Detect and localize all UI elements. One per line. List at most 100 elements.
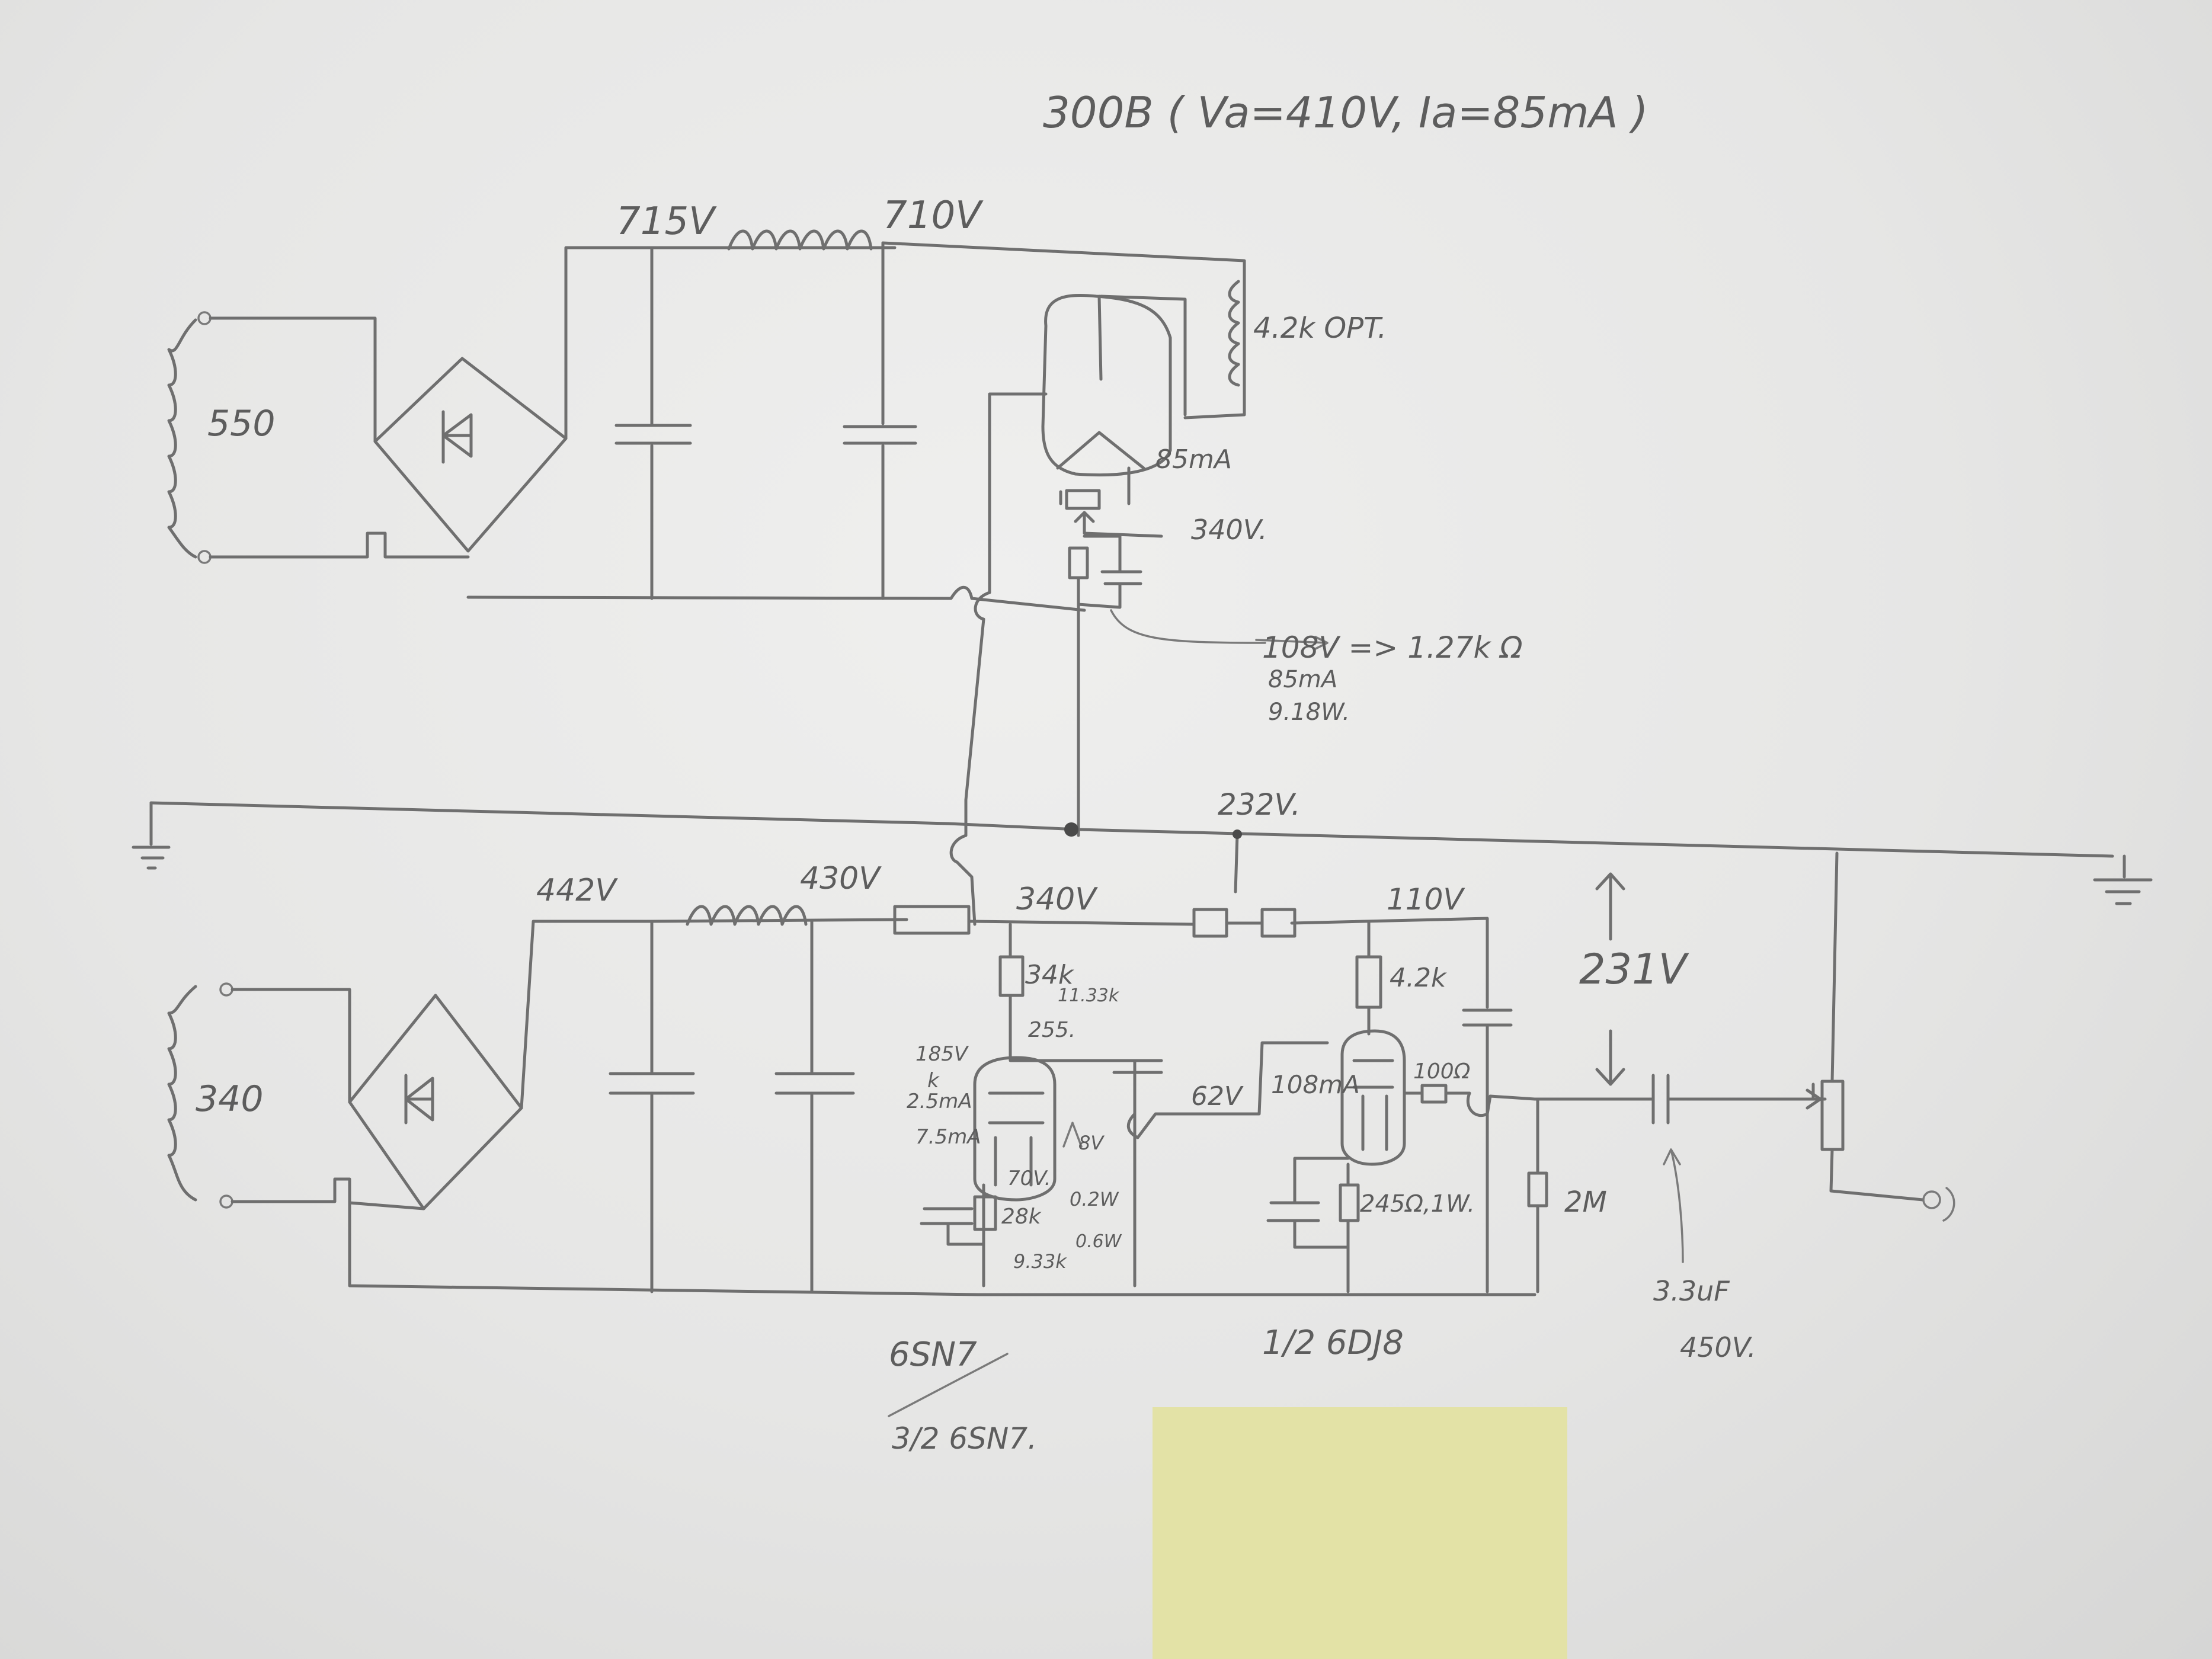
hum-pot [1065,489,1101,510]
voltage-label: 255. [1028,1018,1075,1042]
tube-6dj8 [1340,1029,1406,1166]
diode-icon [404,1074,434,1125]
lower-bus-ground [348,1201,1536,1296]
voltage-arrow-down [1595,1029,1625,1086]
rk-pointer-arrow [1110,609,1329,650]
grid-stopper-100 [1420,1084,1448,1104]
terminal [219,1194,233,1209]
voltage-label: 232V. [1218,787,1301,822]
diode-icon [441,410,473,464]
output-transformer-winding [1228,280,1240,387]
output-terminal-arc [1942,1187,1955,1222]
transformer-label: 550 [207,403,276,444]
tube-6sn7-internals [988,1091,1045,1187]
bias-arrow [1062,1122,1083,1148]
decoupling-resistor [1260,908,1297,938]
rk-calc-label: 9.18W. [1268,699,1350,726]
tube-label: 3/2 6SN7. [892,1421,1037,1456]
transformer-label: 340 [196,1078,264,1120]
voltage-label: 70V. [1007,1167,1051,1190]
power-label: 0.6W [1075,1231,1122,1252]
output-terminal [1922,1190,1941,1209]
stage1-note: k [927,1069,940,1093]
resistor-label: 9.33k [1013,1250,1067,1273]
filter-choke-top [727,229,873,251]
cathode-bypass-cap [1077,534,1142,837]
ground-bus [149,801,2114,858]
voltage-label: 710V [883,194,984,238]
voltage-label: 231V [1579,945,1689,994]
v232-tap-dot [1233,830,1242,839]
resistor-label: 28k [1001,1205,1042,1229]
filter-capacitor-2 [843,241,917,600]
interstage-capacitor [1112,1041,1329,1139]
sticky-note [1153,1407,1567,1659]
bridge-rectifier-bottom [348,994,523,1210]
stage1-note: 2.5mA [907,1090,972,1113]
terminal [197,311,212,325]
resistor-label: 34k [1025,960,1074,990]
resistor-label: 245Ω,1W. [1360,1190,1475,1218]
stage1-cathode [920,1183,985,1288]
tube-label: 6SN7 [889,1335,977,1374]
ground-junction-dot [1064,822,1078,837]
tube-label: 1/2 6DJ8 [1262,1324,1404,1362]
top-ground-return [466,585,1086,612]
transformer-winding-340 [167,985,197,1202]
bridge-feed-wires-bottom [231,918,908,1210]
terminal [197,550,212,564]
fraction-bar [888,1353,1009,1417]
voltage-label: 715V [616,200,717,244]
tube-300b-plate [1097,294,1187,417]
stage2-output [1403,1091,1652,1117]
hum-pot-wiper [1074,511,1163,538]
plate-resistor-42k [1355,955,1382,1009]
v232-tap [1234,832,1239,893]
transformer-winding-550 [167,318,197,559]
volume-pot-body [1820,1080,1845,1151]
power-label: 0.2W [1070,1188,1119,1210]
grid-lead-down [949,591,991,926]
tube-300b-filament [1056,431,1145,505]
decoupling-resistor [1192,908,1228,938]
rk-calc-label: 108V => 1.27k Ω [1262,630,1523,665]
tube-6dj8-internals [1352,1059,1394,1151]
ground-symbol-left [132,801,171,870]
tube-300b [1041,293,1172,477]
stage1-note: 7.5mA [915,1125,981,1149]
capacitor-label: 3.3uF [1653,1275,1730,1307]
stage2-plate-cap [1462,994,1513,1293]
rk-calc-label: 85mA [1268,666,1337,693]
cap-pointer-arrow [1663,1148,1684,1263]
voltage-label: 8V [1078,1132,1105,1154]
voltage-label: 110V [1387,882,1465,917]
opt-label: 4.2k OPT. [1253,312,1387,345]
resistor-label: 100Ω [1413,1059,1471,1084]
filter-capacitor-4 [774,920,855,1293]
voltage-label: 62V [1191,1081,1244,1112]
capacitor-label: 450V. [1680,1331,1756,1363]
output-capacitor [1648,1074,1815,1125]
current-label: 108mA [1271,1070,1360,1099]
voltage-label: 442V [536,873,618,908]
tube-300b-grid-wire [988,392,1048,594]
voltage-label: 340V [1016,882,1098,917]
resistor-label: 2M [1564,1186,1607,1219]
voltage-label: 340V. [1191,514,1267,546]
ground-symbol-right [2093,854,2153,905]
current-label: 85mA [1155,444,1232,475]
title-annotation: 300B ( Va=410V, Ia=85mA ) [1043,88,1648,137]
voltage-arrow-up [1595,872,1625,941]
b-plus-wire-top [881,241,1246,419]
filter-choke-bottom [686,905,808,926]
plate-resistor-34k [998,955,1025,997]
volume-pot-leads [1829,851,1925,1202]
resistor-label: 11.33k [1058,985,1120,1006]
b-plus-lower [967,917,1489,997]
resistor-label: 4.2k [1390,963,1447,993]
filter-capacitor-3 [609,920,695,1293]
stage1-note: 185V [915,1042,969,1066]
terminal [219,982,233,997]
voltage-label: 430V [800,861,882,896]
